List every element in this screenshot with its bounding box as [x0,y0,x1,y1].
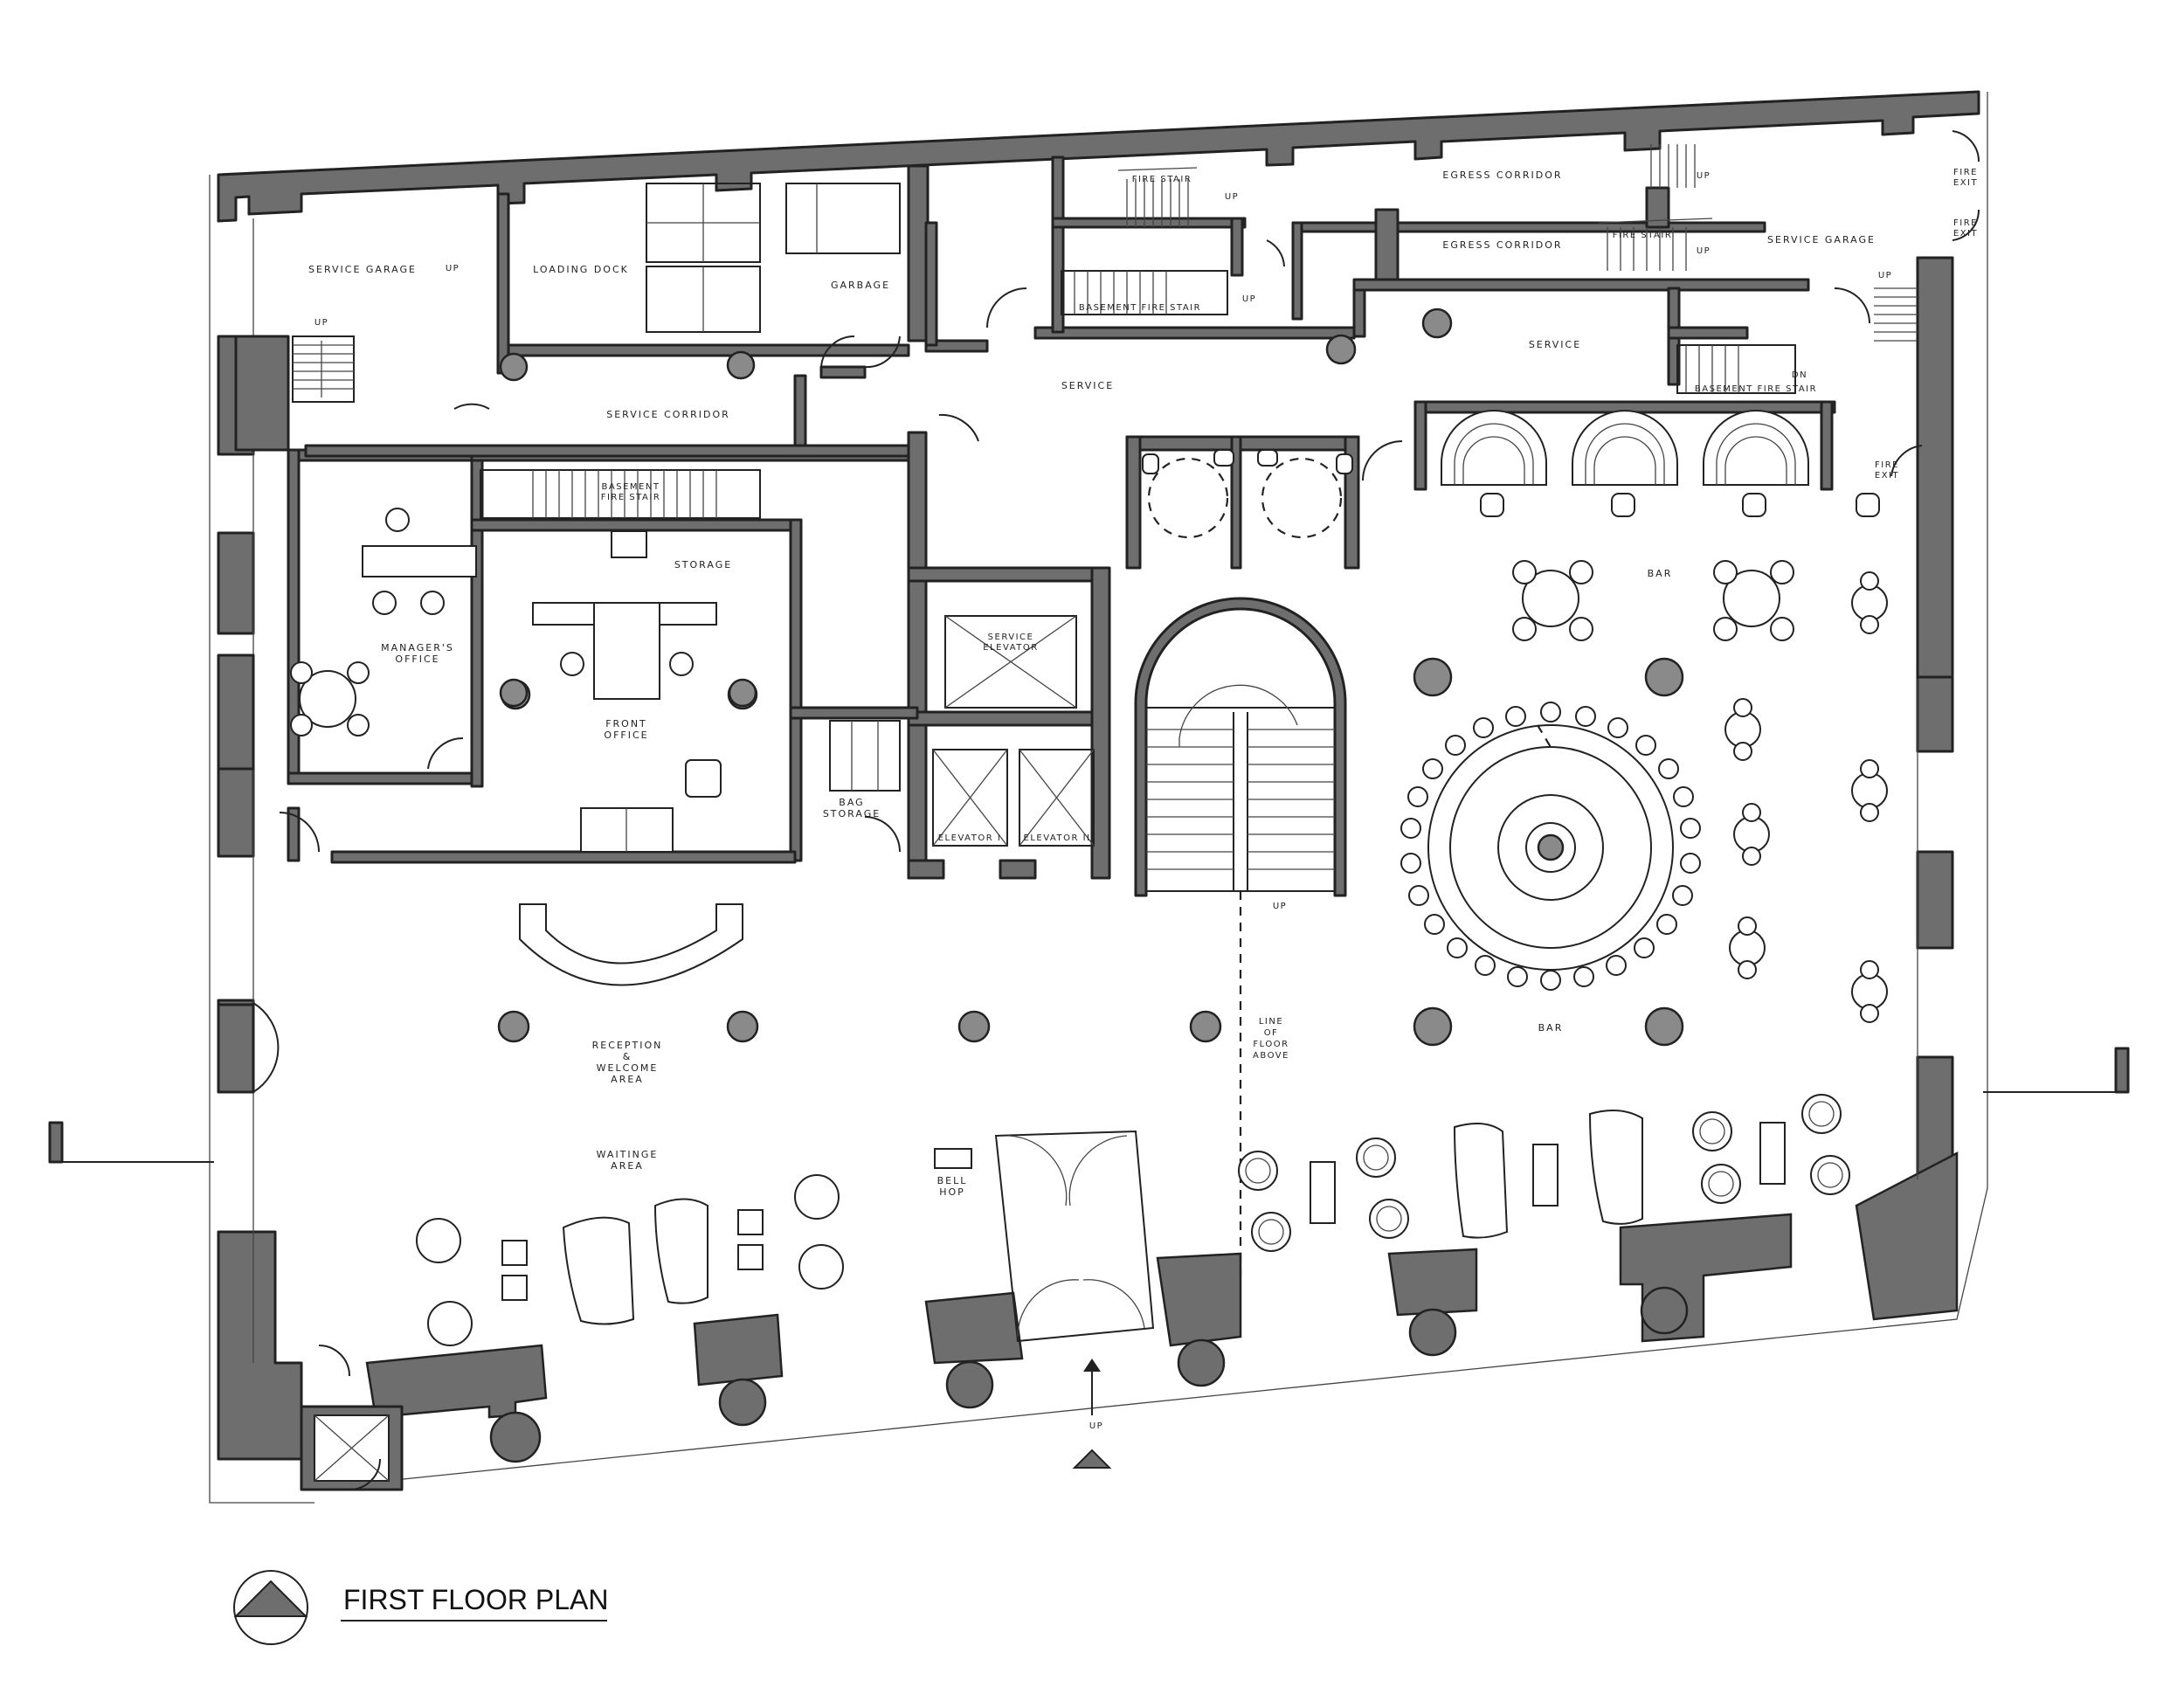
label-bell-hop-1: BELL [937,1175,968,1186]
label-fire-stair-2: FIRE STAIR [1613,231,1673,240]
label-service-corridor: SERVICE CORRIDOR [606,409,730,420]
label-service-elevator-a: SERVICE [988,633,1034,642]
label-bell-hop-2: HOP [939,1186,965,1198]
label-bag-storage-a: BAG [839,797,864,808]
label-line-of-floor-above-1: LINE [1259,1017,1283,1027]
doors [252,130,1980,1490]
label-fire-exit-3-a: FIRE [1875,460,1899,470]
label-reception-3: WELCOME [597,1062,659,1074]
label-egress-corridor-1: EGRESS CORRIDOR [1442,169,1562,181]
label-waiting-area-2: AREA [611,1160,644,1172]
label-fire-exit-1-a: FIRE [1953,168,1978,177]
label-fire-exit-2-a: FIRE [1953,218,1978,228]
room-labels: SERVICE GARAGE UP LOADING DOCK GARBAGE U… [308,168,1978,1431]
label-basement-fire-stair-1-b: FIRE STAIR [601,493,661,502]
label-reception-4: AREA [611,1074,644,1085]
label-loading-dock: LOADING DOCK [533,264,629,275]
label-fire-exit-1-b: EXIT [1953,178,1978,188]
label-basement-fire-stair-2: BASEMENT FIRE STAIR [1079,303,1201,313]
label-front-office-a: FRONT [605,718,647,730]
label-elevator-1: ELEVATOR I [938,833,1002,843]
label-service-garage-left: SERVICE GARAGE [308,264,417,275]
label-dn: DN [1792,370,1807,380]
label-up-basement-2: UP [1242,294,1256,304]
label-service-mid: SERVICE [1061,380,1114,391]
label-up-entry: UP [1089,1421,1103,1431]
label-waiting-area-1: WAITINGE [597,1149,659,1160]
exterior-markers [48,1047,2130,1164]
label-service-garage-right: SERVICE GARAGE [1767,234,1876,245]
label-front-office-b: OFFICE [604,730,648,741]
reception-furniture [416,903,972,1346]
label-reception-2: & [623,1051,632,1062]
label-storage: STORAGE [674,559,732,570]
label-line-of-floor-above-3: FLOOR [1253,1040,1289,1049]
bar-tables [1512,560,1888,1023]
label-line-of-floor-above-2: OF [1264,1028,1279,1038]
stairs [292,144,1918,1284]
bar-booths [1441,410,1880,517]
label-service-right: SERVICE [1529,339,1581,350]
label-reception-1: RECEPTION [592,1040,663,1051]
label-garbage: GARBAGE [831,280,890,291]
label-managers-office-b: OFFICE [395,653,439,665]
label-line-of-floor-above-4: ABOVE [1253,1051,1289,1061]
label-basement-fire-stair-3: BASEMENT FIRE STAIR [1695,384,1817,394]
label-up-fire-stair-1: UP [1225,192,1239,202]
label-up-egress: UP [1697,171,1711,181]
title-block: FIRST FLOOR PLAN [233,1570,608,1645]
office-furniture [290,183,901,853]
label-bar-bottom: BAR [1538,1022,1564,1034]
circular-bar [1400,702,1701,991]
columns [497,308,1684,1047]
label-up-right: UP [1878,271,1892,280]
label-fire-exit-2-b: EXIT [1953,229,1978,239]
bar-lounge [1238,1094,1850,1252]
label-egress-corridor-2: EGRESS CORRIDOR [1442,239,1562,251]
label-managers-office-a: MANAGER'S [381,642,454,653]
label-up-main-stair: UP [1273,902,1287,911]
restrooms [1142,449,1353,539]
label-fire-exit-3-b: EXIT [1875,471,1899,481]
label-up-stair-left: UP [314,318,328,328]
label-up-fire-stair-2: UP [1697,246,1711,256]
entry [994,1130,1155,1469]
drawing-title: FIRST FLOOR PLAN [343,1584,608,1615]
label-fire-stair-1: FIRE STAIR [1132,175,1192,184]
label-up-garage: UP [446,264,460,273]
label-service-elevator-b: ELEVATOR [983,643,1038,653]
label-bar-top: BAR [1648,568,1673,579]
label-basement-fire-stair-1-a: BASEMENT [602,482,660,492]
label-elevator-2: ELEVATOR II [1024,833,1091,843]
interior-walls [217,156,1954,1094]
elevators [300,615,1095,1491]
label-bag-storage-b: STORAGE [823,808,881,819]
